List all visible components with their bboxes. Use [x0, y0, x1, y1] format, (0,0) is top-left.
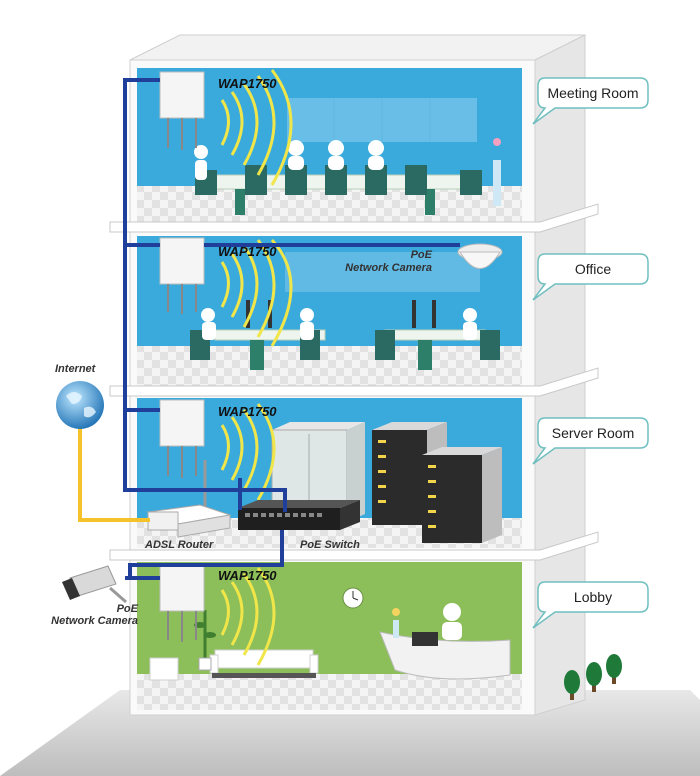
plant	[194, 610, 216, 671]
wifi-waves-icon	[220, 238, 293, 347]
roof	[129, 34, 586, 61]
ap-label: WAP1750	[218, 568, 277, 583]
callout-lobby: Lobby	[532, 581, 649, 629]
callout-office: Office	[532, 253, 649, 301]
camera-label: PoE	[117, 603, 139, 615]
trees	[564, 654, 622, 700]
ap-label: WAP1750	[218, 404, 277, 419]
ap-label: WAP1750	[218, 76, 277, 91]
camera-label: PoE	[411, 249, 433, 261]
callout-meeting-room: Meeting Room	[532, 77, 649, 125]
callout-label: Server Room	[552, 425, 634, 441]
bullet-camera-icon	[62, 565, 127, 604]
switch-label: PoE Switch	[300, 539, 360, 551]
internet-globe-icon	[56, 381, 104, 429]
laptop-icon	[412, 632, 438, 646]
wifi-waves-icon	[220, 567, 276, 666]
floor-meeting-room: WAP1750	[137, 68, 522, 222]
access-point-icon	[159, 564, 205, 642]
ap-label: WAP1750	[218, 244, 277, 259]
floor-slab	[109, 531, 599, 561]
access-point-icon	[159, 237, 205, 314]
access-point-icon	[159, 399, 205, 478]
network-cable	[123, 78, 460, 580]
poe-switch-icon	[238, 500, 360, 530]
floor-server-room: WAP1750 ADSL Router PoE Switch	[137, 398, 522, 551]
internet-cable	[78, 422, 150, 522]
dome-camera-icon	[457, 243, 503, 269]
floor-office: WAP1750 PoE Network Camera	[137, 236, 522, 386]
camera-label: Network Camera	[51, 615, 138, 627]
server-rack	[422, 447, 502, 543]
wifi-waves-icon	[220, 69, 293, 186]
callout-label: Lobby	[574, 589, 612, 605]
flower-vase	[493, 160, 501, 206]
callout-server-room: Server Room	[532, 417, 649, 465]
adsl-router-icon	[146, 460, 231, 538]
floor-slab	[109, 203, 599, 233]
floor-slab	[109, 367, 599, 397]
callout-label: Meeting Room	[547, 85, 638, 101]
sofa	[209, 649, 319, 674]
access-point-icon	[159, 71, 205, 150]
floor-lobby: WAP1750	[137, 562, 522, 710]
router-label: ADSL Router	[144, 539, 214, 551]
camera-label: Network Camera	[345, 262, 432, 274]
lounge-chair	[149, 657, 179, 681]
callout-label: Office	[575, 261, 612, 277]
internet-label: Internet	[55, 363, 97, 375]
